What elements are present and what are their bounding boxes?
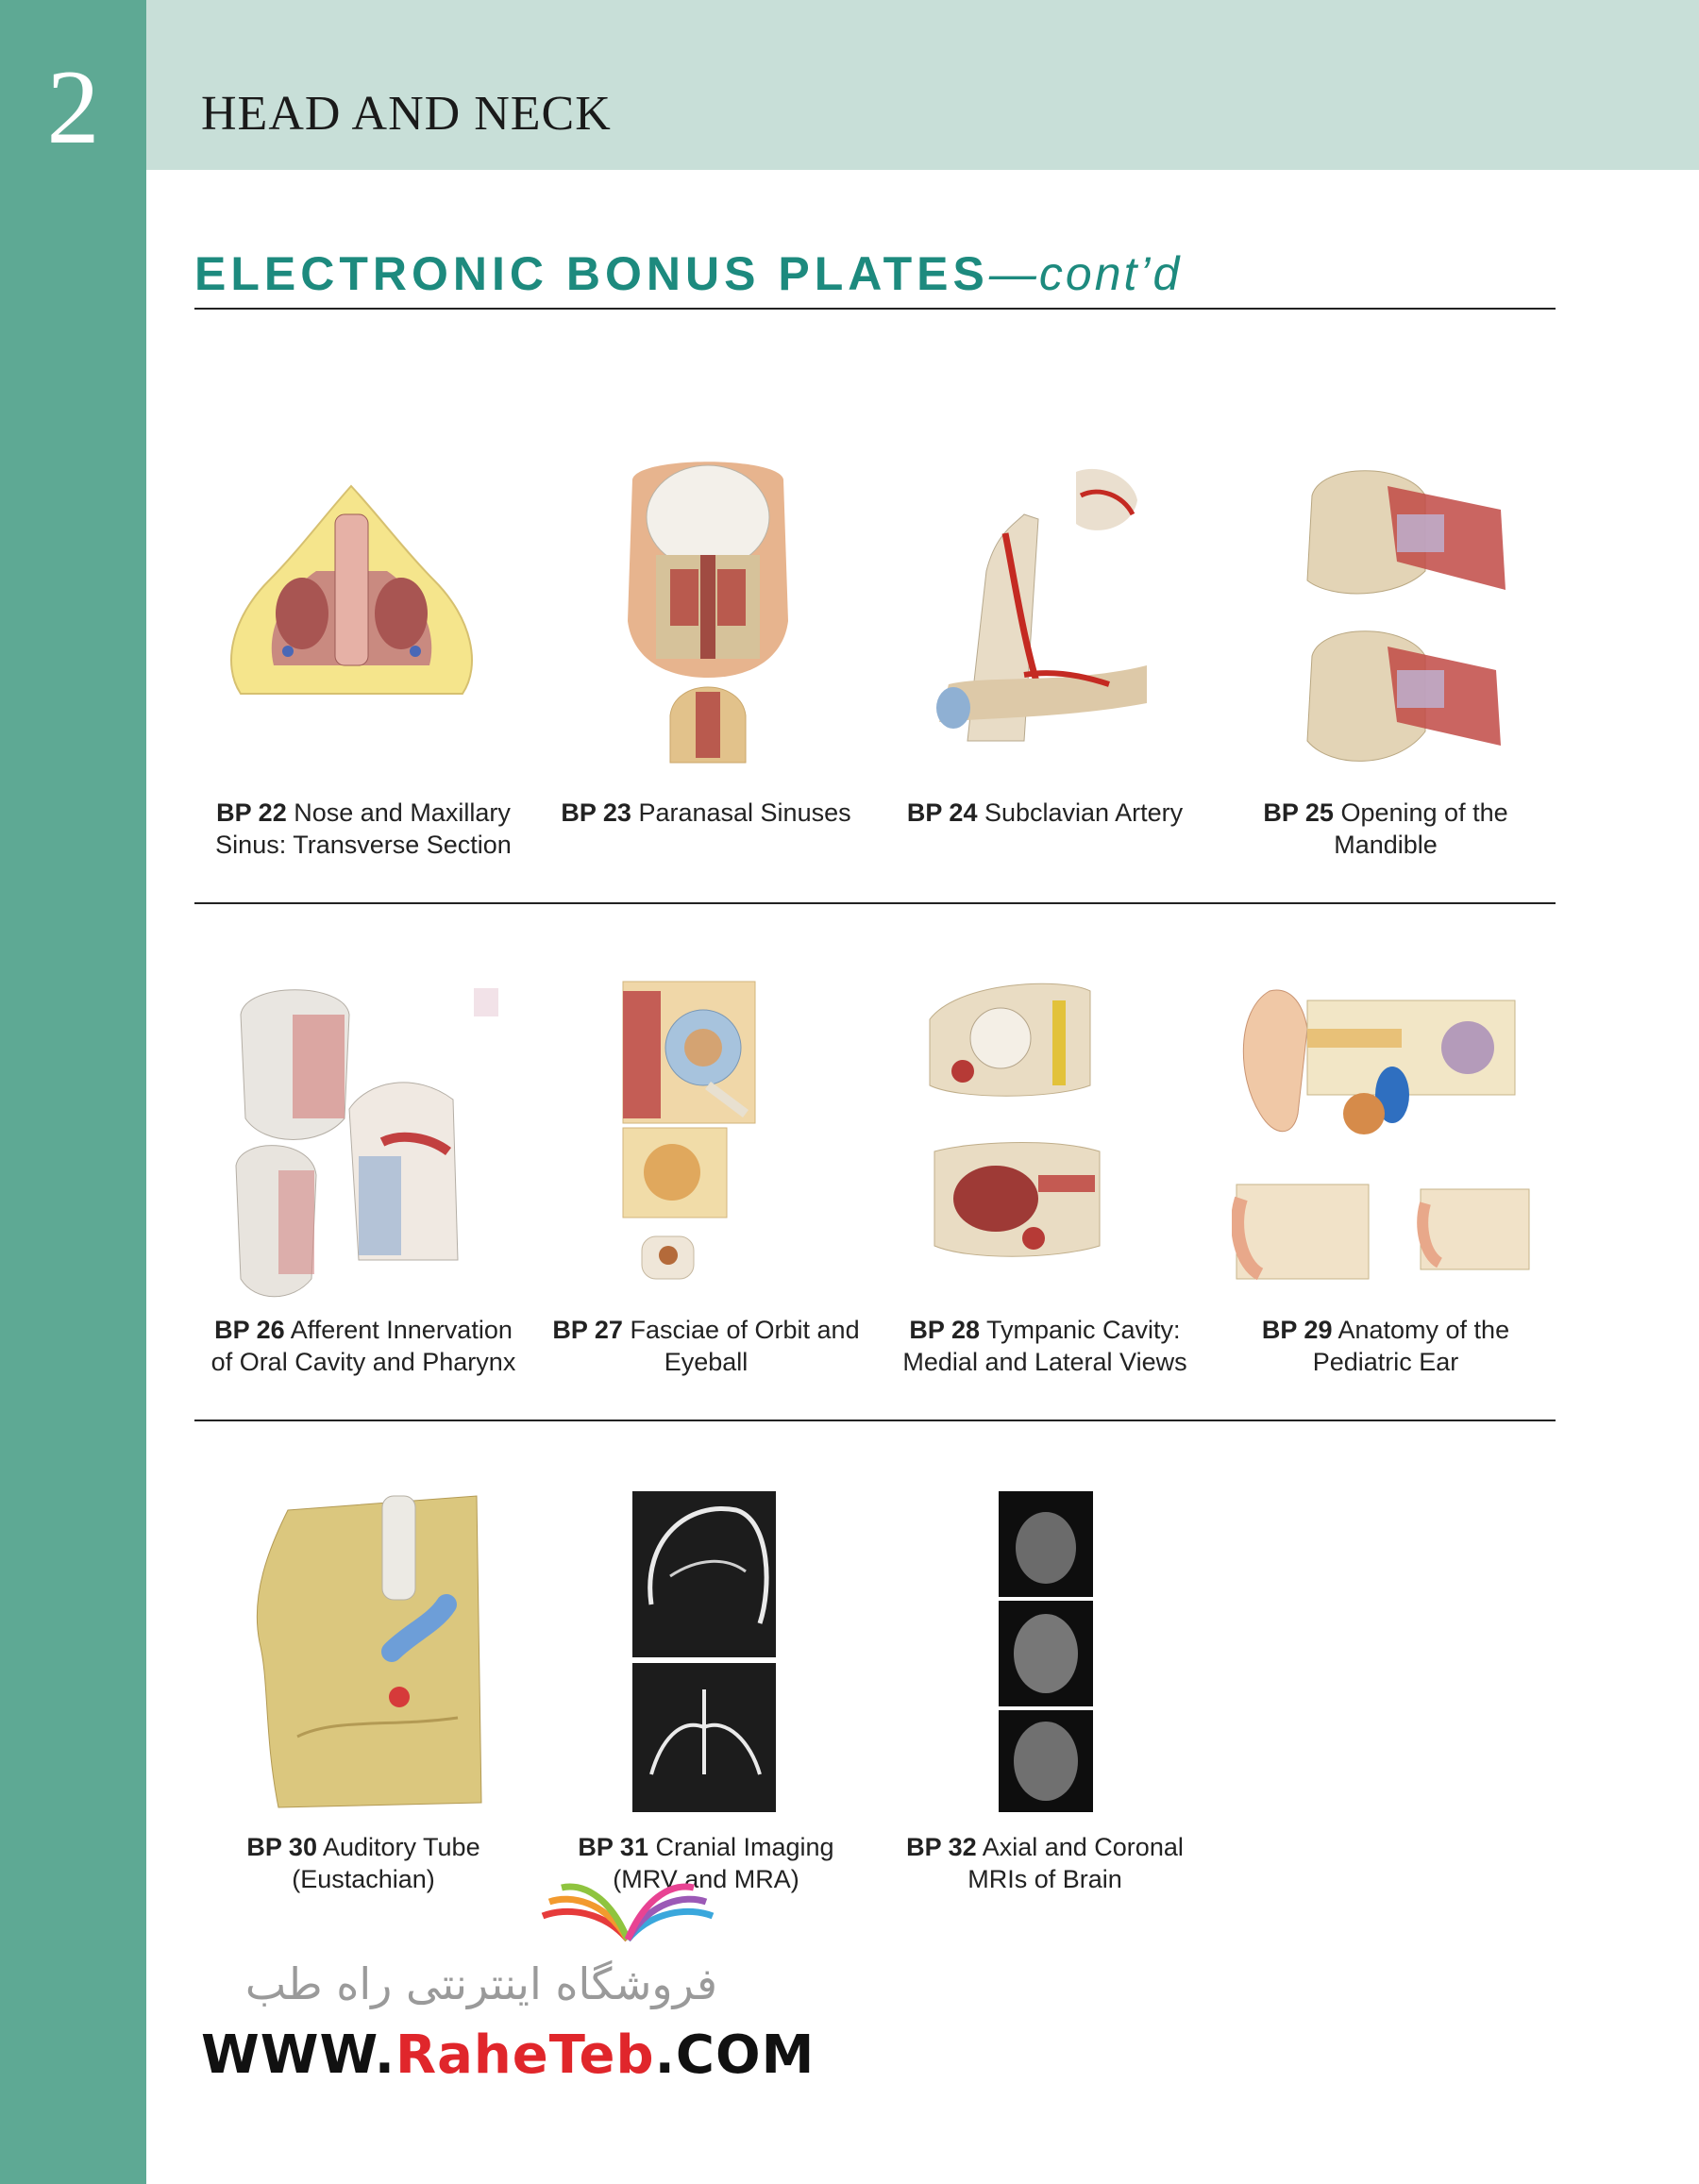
- plate-caption-bp22: BP 22 Nose and Maxillary Sinus: Transver…: [203, 797, 524, 861]
- plate-id-bp28: BP 28: [909, 1316, 980, 1344]
- plate-id-bp22: BP 22: [216, 798, 287, 827]
- section-title: ELECTRONIC BONUS PLATES—cont’d: [194, 250, 1182, 297]
- plate-id-bp24: BP 24: [906, 798, 978, 827]
- watermark-url: WWW.RaheTeb.COM: [201, 2024, 815, 2086]
- section-title-text: ELECTRONIC BONUS PLATES: [194, 247, 989, 300]
- plate-thumbnail-bp23[interactable]: [618, 451, 798, 772]
- plate-caption-bp29: BP 29 Anatomy of the Pediatric Ear: [1225, 1314, 1546, 1378]
- plate-thumbnail-bp25[interactable]: [1303, 458, 1506, 779]
- plate-caption-bp30: BP 30 Auditory Tube (Eustachian): [203, 1831, 524, 1895]
- plate-thumbnail-bp31[interactable]: [632, 1491, 776, 1812]
- plate-thumbnail-bp24[interactable]: [911, 458, 1180, 774]
- plate-id-bp26: BP 26: [214, 1316, 285, 1344]
- plate-caption-bp32: BP 32 Axial and Coronal MRIs of Brain: [884, 1831, 1205, 1895]
- plate-thumbnail-bp29[interactable]: [1232, 972, 1534, 1298]
- plate-caption-bp26: BP 26 Afferent Innervation of Oral Cavit…: [203, 1314, 524, 1378]
- plate-caption-bp25: BP 25 Opening of the Mandible: [1225, 797, 1546, 861]
- plate-title-bp26: Afferent Innervation of Oral Cavity and …: [210, 1316, 516, 1376]
- watermark-persian-text: فروشگاه اینترنتی راه طب: [244, 1958, 717, 2009]
- plate-title-bp25: Opening of the Mandible: [1334, 798, 1508, 859]
- watermark-url-brand: RaheTeb: [395, 2024, 655, 2086]
- plate-title-bp23: Paranasal Sinuses: [638, 798, 851, 827]
- plate-thumbnail-bp32[interactable]: [999, 1491, 1093, 1812]
- plate-caption-bp24: BP 24 Subclavian Artery: [884, 797, 1205, 829]
- section-title-contd: —cont’d: [988, 247, 1183, 300]
- watermark-url-prefix: WWW.: [201, 2024, 396, 2086]
- plate-title-bp30: Auditory Tube (Eustachian): [292, 1833, 480, 1893]
- plate-id-bp29: BP 29: [1261, 1316, 1333, 1344]
- plate-id-bp27: BP 27: [552, 1316, 623, 1344]
- watermark-book-logo-icon: [538, 1873, 717, 1954]
- plate-thumbnail-bp27[interactable]: [614, 972, 812, 1298]
- header-band: [146, 0, 1699, 170]
- plate-title-bp27: Fasciae of Orbit and Eyeball: [630, 1316, 860, 1376]
- plate-title-bp22: Nose and Maxillary Sinus: Transverse Sec…: [215, 798, 512, 859]
- plate-title-bp31: Cranial Imaging (MRV and MRA): [613, 1833, 834, 1893]
- section-rule: [194, 308, 1556, 310]
- chapter-number: 2: [46, 49, 100, 166]
- plate-title-bp29: Anatomy of the Pediatric Ear: [1312, 1316, 1510, 1376]
- chapter-side-bar: [0, 0, 146, 2184]
- plate-thumbnail-bp22[interactable]: [222, 477, 481, 708]
- row-divider-2: [194, 1420, 1556, 1421]
- plate-thumbnail-bp28[interactable]: [920, 972, 1156, 1298]
- row-divider-1: [194, 902, 1556, 904]
- plate-caption-bp27: BP 27 Fasciae of Orbit and Eyeball: [546, 1314, 866, 1378]
- plate-title-bp32: Axial and Coronal MRIs of Brain: [967, 1833, 1184, 1893]
- plate-title-bp28: Tympanic Cavity: Medial and Lateral View…: [902, 1316, 1187, 1376]
- plate-id-bp30: BP 30: [246, 1833, 317, 1861]
- chapter-title: HEAD AND NECK: [201, 87, 612, 141]
- plate-title-bp24: Subclavian Artery: [984, 798, 1184, 827]
- plate-thumbnail-bp26[interactable]: [227, 977, 510, 1302]
- plate-caption-bp28: BP 28 Tympanic Cavity: Medial and Latera…: [884, 1314, 1205, 1378]
- plate-caption-bp23: BP 23 Paranasal Sinuses: [546, 797, 866, 829]
- plate-id-bp25: BP 25: [1263, 798, 1334, 827]
- plate-id-bp23: BP 23: [561, 798, 631, 827]
- watermark-url-suffix: .COM: [654, 2024, 816, 2086]
- plate-id-bp31: BP 31: [578, 1833, 648, 1861]
- plate-thumbnail-bp30[interactable]: [241, 1491, 486, 1812]
- plate-id-bp32: BP 32: [906, 1833, 977, 1861]
- plate-caption-bp31: BP 31 Cranial Imaging (MRV and MRA): [546, 1831, 866, 1895]
